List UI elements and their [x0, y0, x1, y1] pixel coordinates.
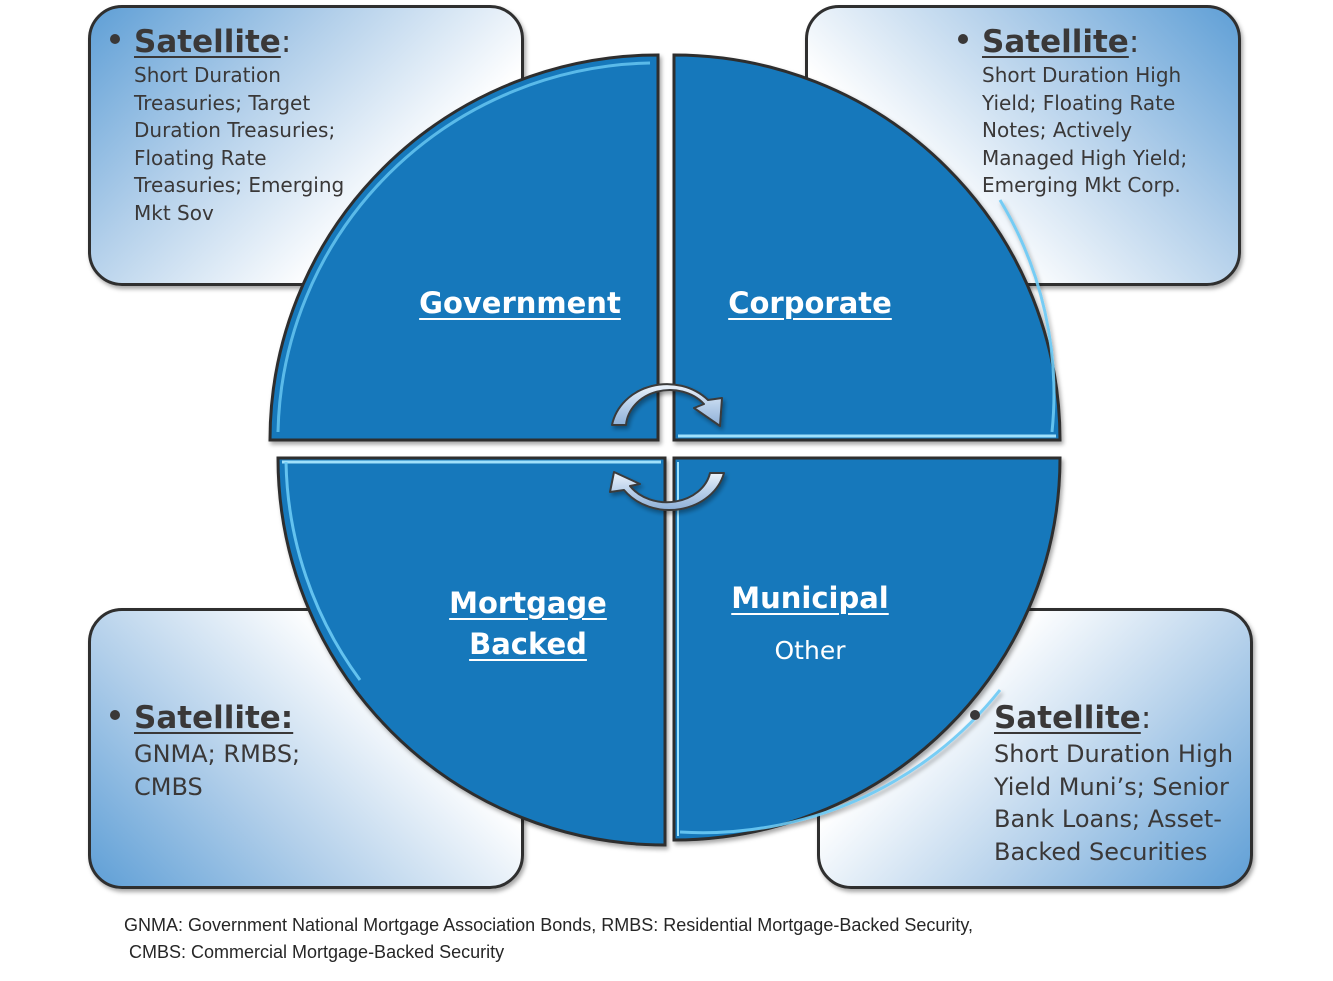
quadrant-label-backed: Backed: [469, 627, 587, 661]
quadrant-government: [268, 53, 660, 442]
quadrant-corporate: [672, 53, 1062, 442]
footnote-line-1: GNMA: Government National Mortgage Assoc…: [124, 915, 974, 935]
quadrant-municipal: [672, 456, 1062, 842]
bullet-icon: [970, 710, 980, 720]
satellite-text-municipal: Satellite: Short Duration High Yield Mun…: [970, 700, 1233, 868]
bullet-icon: [110, 34, 120, 44]
satellite-title: Satellite: [994, 700, 1141, 736]
footnote: GNMA: Government National Mortgage Assoc…: [124, 912, 973, 966]
footnote-line-2: CMBS: Commercial Mortgage-Backed Securit…: [124, 942, 505, 962]
quadrant-sublabel-other: Other: [774, 636, 846, 665]
quadrant-mortgage-backed: [276, 456, 667, 847]
bullet-icon: [110, 710, 120, 720]
quadrant-label-municipal: Municipal: [731, 581, 889, 615]
satellite-text-government: Satellite: Short Duration Treasuries; Ta…: [110, 24, 344, 227]
quadrant-label-corporate: Corporate: [728, 286, 892, 320]
satellite-body: Short Duration Treasuries; Target Durati…: [134, 63, 345, 225]
satellite-body: Short Duration High Yield; Floating Rate…: [982, 63, 1188, 197]
bullet-icon: [958, 34, 968, 44]
satellite-body: GNMA; RMBS; CMBS: [134, 740, 301, 801]
satellite-text-corporate: Satellite: Short Duration High Yield; Fl…: [958, 24, 1187, 200]
satellite-title: Satellite:: [134, 700, 294, 736]
satellite-body: Short Duration High Yield Muni’s; Senior…: [994, 740, 1234, 866]
satellite-title: Satellite: [982, 24, 1129, 60]
satellite-title: Satellite: [134, 24, 281, 60]
rotation-arrows-icon: [609, 383, 725, 511]
satellite-text-mortgage-backed: Satellite: GNMA; RMBS; CMBS: [110, 700, 300, 803]
quadrant-label-mortgage: Mortgage: [449, 586, 607, 620]
quadrant-label-government: Government: [419, 286, 621, 320]
